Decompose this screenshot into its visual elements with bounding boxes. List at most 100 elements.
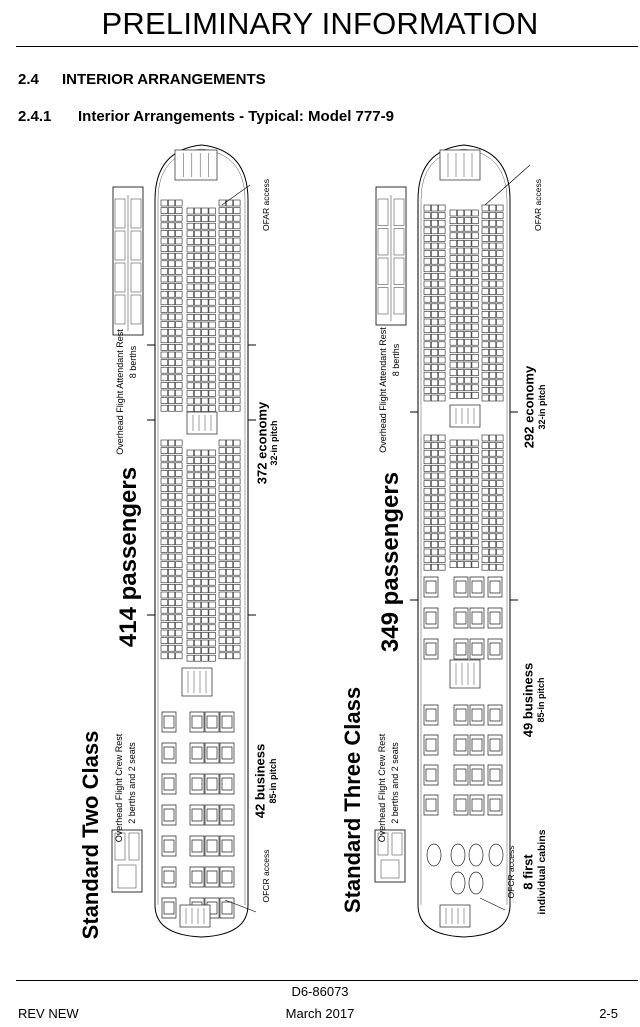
economy-seat [160,366,168,374]
economy-seat [194,329,202,336]
economy-seat [496,265,504,273]
economy-seat [496,465,504,472]
economy-seat [168,584,176,591]
economy-seat [201,601,209,609]
economy-seat [168,576,176,584]
economy-seat [218,553,226,561]
economy-seat [208,382,216,390]
economy-seat [471,392,479,399]
economy-seat [430,379,439,387]
economy-seat [488,434,497,442]
economy-seat [194,540,202,548]
economy-seat [194,359,202,367]
economy-seat [168,622,176,629]
economy-seat [430,341,439,349]
economy-seat [423,326,431,333]
economy-seat [471,278,479,285]
economy-seat [160,397,168,404]
economy-seat [201,260,209,268]
economy-seat [496,371,504,379]
economy-seat [423,242,431,250]
economy-seat [438,295,446,303]
economy-seat [438,227,446,235]
economy-seat [168,252,176,260]
economy-seat [430,364,439,371]
economy-seat [226,397,234,404]
economy-seat [464,300,472,308]
economy-seat [175,591,183,599]
economy-seat [160,614,168,622]
economy-seat [233,290,241,298]
economy-seat [201,344,209,352]
economy-seat [430,472,439,480]
economy-seat [464,508,472,515]
economy-seat [194,556,202,563]
economy-seat [423,235,431,242]
economy-seat [423,510,431,518]
economy-seat [186,405,194,412]
economy-seat [194,480,202,487]
economy-seat [194,518,202,525]
economy-seat [218,629,226,637]
economy-seat [160,230,168,237]
economy-seat [471,300,479,308]
economy-seat [456,454,465,462]
business-seat [161,773,177,795]
economy-seat [201,253,209,260]
economy-seat [160,344,168,351]
economy-seat [471,553,479,561]
economy-seat [496,525,504,533]
economy-seat [194,601,202,609]
first-class-suite [450,843,466,867]
economy-seat [201,367,209,374]
economy-seat [464,470,472,477]
economy-seat [488,349,497,356]
economy-seat [481,219,489,227]
economy-seat [160,298,168,306]
economy-seat [464,546,472,553]
business-seat [204,773,220,795]
economy-seat [233,576,241,584]
economy-seat [208,405,216,412]
economy-seat [168,336,176,344]
economy-seat [471,338,479,346]
economy-seat [226,614,234,622]
economy-seat [194,207,202,215]
economy-seat [194,502,202,510]
economy-seat [430,371,439,379]
economy-seat [423,364,431,371]
economy-seat [449,300,457,308]
economy-seat [456,553,465,561]
economy-seat [218,404,226,412]
economy-seat [194,382,202,390]
economy-seat [175,629,183,637]
economy-seat [488,556,497,563]
economy-seat [194,245,202,253]
economy-seat [186,525,194,533]
economy-seat [201,578,209,586]
economy-seat [175,252,183,260]
economy-seat [423,525,431,533]
economy-seat [449,454,457,462]
economy-seat [226,599,234,606]
economy-seat [186,238,194,245]
economy-seat [449,240,457,247]
economy-seat [175,546,183,553]
galley [449,659,481,689]
economy-seat [218,298,226,306]
economy-seat [481,227,489,235]
economy-seat [168,462,176,470]
economy-seat [194,525,202,533]
economy-seat [208,253,216,260]
economy-seat [430,318,439,326]
economy-seat [168,637,176,644]
economy-seat [488,219,497,227]
economy-seat [423,472,431,480]
economy-seat [464,523,472,530]
economy-seat [194,472,202,480]
economy-seat [226,530,234,538]
economy-seat [186,578,194,586]
economy-seat [160,637,168,644]
economy-seat [160,336,168,344]
business-seat [487,764,503,786]
